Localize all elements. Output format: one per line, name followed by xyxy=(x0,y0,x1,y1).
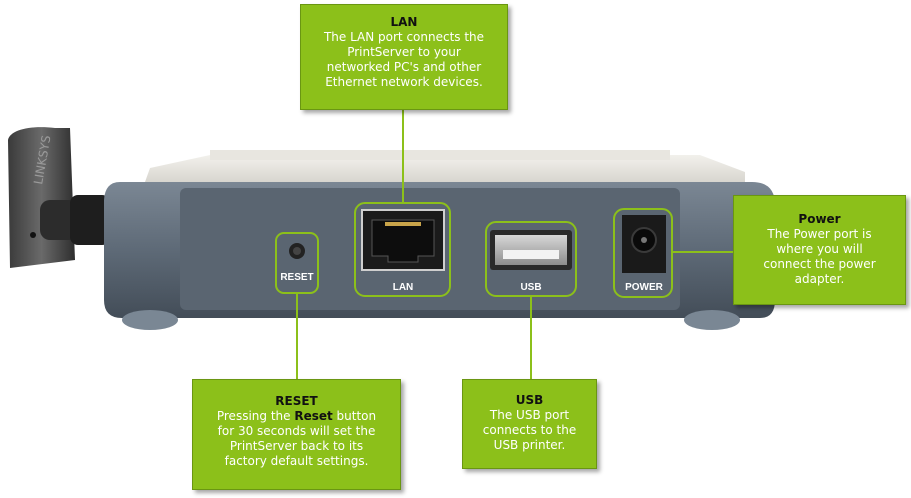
reset-callout-bold: Reset xyxy=(294,409,333,423)
lan-callout-text: The LAN port connects the PrintServer to… xyxy=(309,30,499,90)
power-callout-line: where you will xyxy=(776,242,863,256)
reset-callout-line-pre: Pressing the xyxy=(216,409,295,423)
power-callout-line: connect the power xyxy=(763,257,876,271)
reset-callout-line: factory default settings. xyxy=(224,454,369,468)
lan-callout-title: LAN xyxy=(390,15,418,29)
reset-callout-line: PrintServer back to its xyxy=(229,439,364,453)
power-callout-text: The Power port is where you will connect… xyxy=(742,227,897,287)
antenna: LINKSYS xyxy=(8,127,110,269)
reset-callout-line: Pressing the Reset button xyxy=(201,409,392,424)
lan-port-label: LAN xyxy=(393,282,414,293)
power-port-label: POWER xyxy=(625,282,664,293)
lan-callout-line: PrintServer to your xyxy=(347,45,461,59)
usb-callout-text: The USB port connects to the USB printer… xyxy=(471,408,588,453)
reset-callout-line-post: button xyxy=(332,409,377,423)
reset-callout-text: Pressing the Reset button for 30 seconds… xyxy=(201,409,392,469)
usb-callout-title: USB xyxy=(515,393,544,407)
lan-callout-line: The LAN port connects the xyxy=(323,30,485,44)
lan-callout-line: Ethernet network devices. xyxy=(325,75,483,89)
reset-port-label: RESET xyxy=(280,272,313,283)
usb-port[interactable]: USB xyxy=(485,221,577,297)
power-callout-title: Power xyxy=(798,212,841,226)
device-foot-right xyxy=(684,310,740,330)
usb-callout-line: The USB port xyxy=(489,408,570,422)
reset-callout-title: RESET xyxy=(275,394,318,408)
usb-callout-line: connects to the xyxy=(482,423,577,437)
power-callout: Power The Power port is where you will c… xyxy=(733,195,906,305)
reset-callout: RESET Pressing the Reset button for 30 s… xyxy=(192,379,401,490)
device-top-panel xyxy=(145,155,745,182)
power-callout-line: adapter. xyxy=(794,272,845,286)
usb-callout: USB The USB port connects to the USB pri… xyxy=(462,379,597,469)
usb-port-label: USB xyxy=(520,282,541,293)
device-foot-left xyxy=(122,310,178,330)
usb-callout-line: USB printer. xyxy=(493,438,566,452)
reset-callout-line: for 30 seconds will set the xyxy=(217,424,376,438)
lan-callout: LAN The LAN port connects the PrintServe… xyxy=(300,4,508,110)
power-callout-line: The Power port is xyxy=(767,227,872,241)
lan-callout-line: networked PC's and other xyxy=(326,60,482,74)
power-port[interactable]: POWER xyxy=(613,208,673,298)
